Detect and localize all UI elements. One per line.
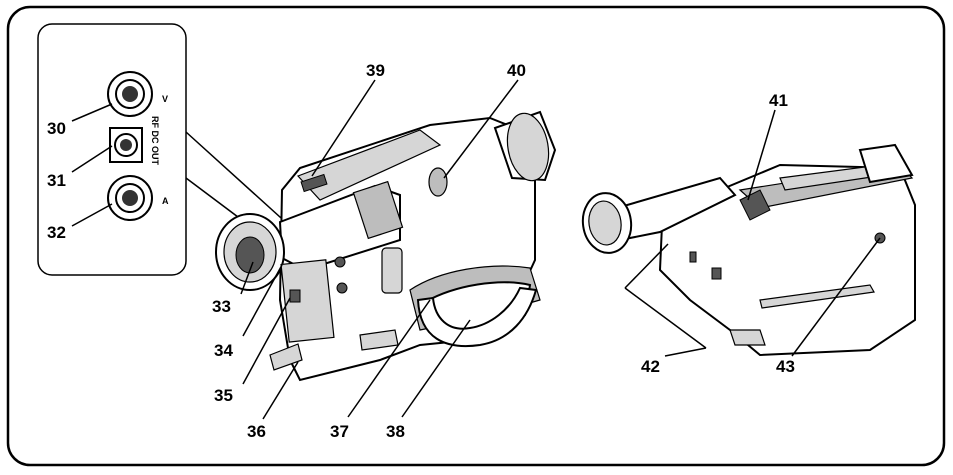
callout-43: 43 — [776, 357, 795, 376]
callout-37: 37 — [330, 422, 349, 441]
callout-40: 40 — [507, 61, 526, 80]
callout-36: 36 — [247, 422, 266, 441]
jack-a-label: A — [162, 196, 169, 206]
video-jack — [108, 72, 152, 116]
callout-34: 34 — [214, 341, 233, 360]
callout-39: 39 — [366, 61, 385, 80]
callout-41: 41 — [769, 91, 788, 110]
rf-dc-out-jack — [110, 128, 142, 162]
audio-jack — [108, 176, 152, 220]
callout-31: 31 — [47, 171, 66, 190]
jack-rf-label: RF DC OUT — [150, 116, 160, 165]
callout-38: 38 — [386, 422, 405, 441]
callout-33: 33 — [212, 297, 231, 316]
callout-32: 32 — [47, 223, 66, 242]
jack-v-label: V — [162, 94, 168, 104]
callout-42: 42 — [641, 357, 660, 376]
callout-30: 30 — [47, 119, 66, 138]
callout-35: 35 — [214, 386, 233, 405]
